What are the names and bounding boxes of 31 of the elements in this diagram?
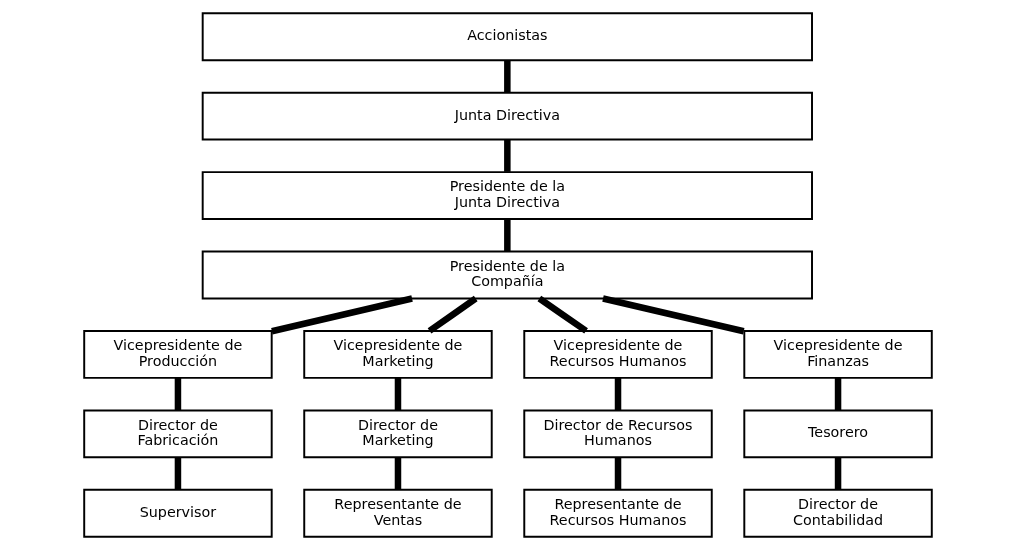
node-box: Vicepresidente de Marketing xyxy=(303,330,493,379)
connector xyxy=(614,377,622,411)
node-box: Vicepresidente de Recursos Humanos xyxy=(523,330,713,379)
connector xyxy=(174,377,182,411)
connector xyxy=(394,457,402,490)
connector xyxy=(427,295,478,334)
connector xyxy=(614,457,622,490)
node-box: Tesorero xyxy=(743,409,933,459)
connector xyxy=(504,60,511,93)
connector xyxy=(602,295,745,335)
connector xyxy=(504,219,511,252)
node-box: Accionistas xyxy=(201,12,813,62)
connector xyxy=(504,139,511,172)
node-box: Director de Contabilidad xyxy=(743,488,933,538)
node-box: Director de Marketing xyxy=(303,409,493,459)
connector xyxy=(834,377,842,411)
node-box: Junta Directiva xyxy=(201,91,813,141)
connector xyxy=(834,457,842,490)
node-box: Presidente de la Junta Directiva xyxy=(201,171,813,220)
node-box: Representante de Recursos Humanos xyxy=(523,488,713,538)
connector xyxy=(394,377,402,411)
node-box: Supervisor xyxy=(83,488,273,538)
node-box: Director de Fabricación xyxy=(83,409,273,459)
node-box: Representante de Ventas xyxy=(303,488,493,538)
connector xyxy=(271,295,413,335)
node-box: Director de Recursos Humanos xyxy=(523,409,713,459)
connector xyxy=(537,295,588,334)
node-box: Vicepresidente de Finanzas xyxy=(743,330,933,379)
connector xyxy=(174,457,182,490)
node-box: Vicepresidente de Producción xyxy=(83,330,273,379)
node-box: Presidente de la Compañía xyxy=(201,250,813,300)
